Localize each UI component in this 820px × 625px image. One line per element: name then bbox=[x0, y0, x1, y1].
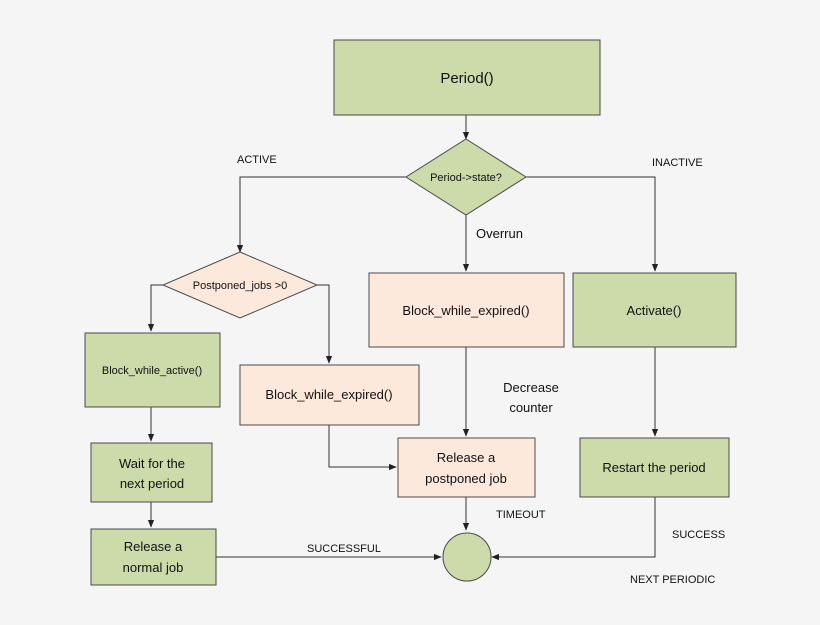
node-restart-label: Restart the period bbox=[602, 460, 705, 475]
decision-postponed: Postponed_jobs >0 bbox=[161, 251, 319, 319]
node-block-expired-left-label: Block_while_expired() bbox=[265, 387, 392, 402]
node-release-postponed: Release a postponed job bbox=[397, 437, 536, 498]
label-decrease-line1: Decrease bbox=[503, 380, 559, 395]
label-success-right: SUCCESS bbox=[672, 529, 725, 541]
label-successful: SUCCESSFUL bbox=[307, 543, 381, 555]
label-active: ACTIVE bbox=[237, 154, 277, 166]
decision-state: Period->state? bbox=[405, 138, 527, 216]
edges bbox=[147, 115, 659, 561]
edge-postponed-to-block-expired bbox=[317, 284, 333, 364]
edge-postponed-to-block-active bbox=[147, 284, 164, 332]
node-block-active-label: Block_while_active() bbox=[102, 365, 202, 377]
node-period: Period() bbox=[333, 39, 601, 116]
node-restart: Restart the period bbox=[579, 437, 730, 498]
edge-state-active bbox=[236, 176, 407, 253]
node-block-active: Block_while_active() bbox=[84, 332, 221, 408]
decision-state-label: Period->state? bbox=[430, 172, 502, 184]
node-wait-line2: next period bbox=[120, 476, 184, 491]
node-wait-line1: Wait for the bbox=[119, 456, 185, 471]
node-release-normal-line1: Release a bbox=[124, 539, 183, 554]
decision-postponed-label: Postponed_jobs >0 bbox=[193, 280, 288, 292]
label-overrun: Overrun bbox=[476, 226, 523, 241]
node-release-normal: Release a normal job bbox=[90, 528, 217, 586]
node-block-expired-center: Block_while_expired() bbox=[368, 272, 565, 348]
node-release-postponed-line1: Release a bbox=[437, 450, 496, 465]
node-wait: Wait for the next period bbox=[90, 442, 213, 503]
edge-state-inactive bbox=[526, 176, 659, 272]
node-release-normal-line2: normal job bbox=[123, 560, 184, 575]
node-activate: Activate() bbox=[572, 272, 737, 348]
node-block-expired-left: Block_while_expired() bbox=[239, 364, 420, 426]
edge-labels: ACTIVE INACTIVE Overrun Decrease counter… bbox=[237, 154, 725, 586]
edge-block-expired-to-release-postponed bbox=[328, 425, 397, 471]
edge-restart-to-end bbox=[491, 497, 656, 561]
node-release-postponed-line2: postponed job bbox=[425, 471, 507, 486]
node-activate-label: Activate() bbox=[627, 303, 682, 318]
end-node bbox=[442, 532, 492, 582]
node-period-label: Period() bbox=[440, 70, 493, 87]
label-decrease-line2: counter bbox=[509, 400, 553, 415]
label-next-periodic: NEXT PERIODIC bbox=[630, 574, 715, 586]
node-block-expired-center-label: Block_while_expired() bbox=[402, 303, 529, 318]
label-timeout: TIMEOUT bbox=[496, 509, 546, 521]
label-inactive: INACTIVE bbox=[652, 157, 703, 169]
